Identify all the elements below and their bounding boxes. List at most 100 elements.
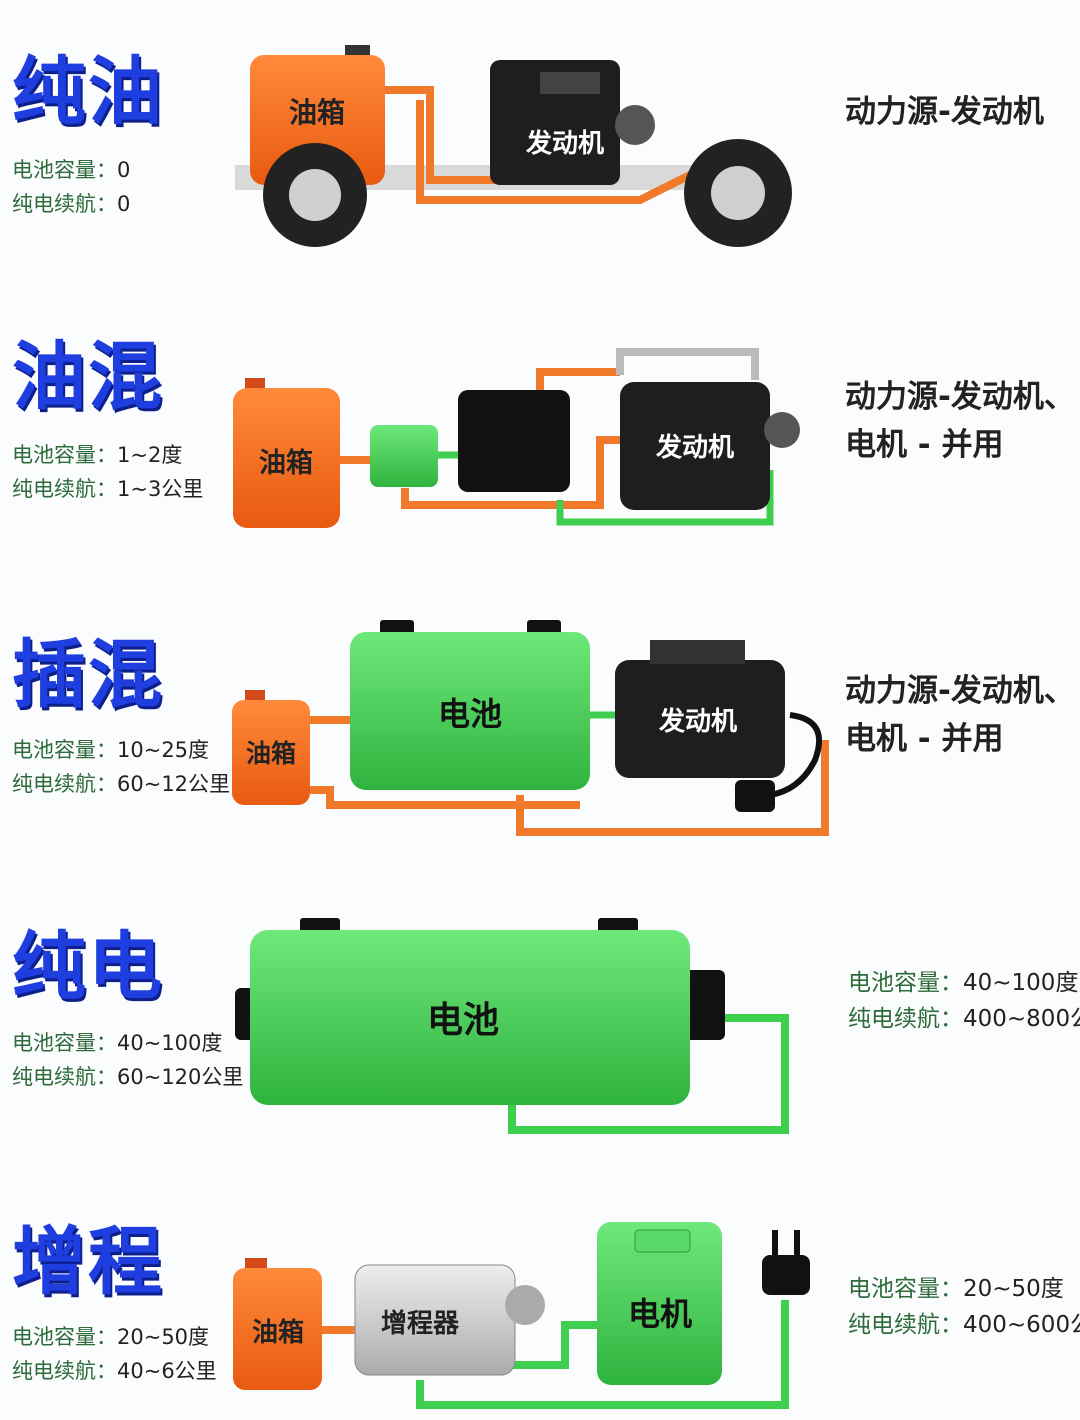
wheel-hub: [289, 169, 341, 221]
row5-electric-range: 纯电续航：40~6公里: [12, 1361, 217, 1382]
row4-title: 纯电: [12, 924, 164, 1010]
stat-value: 1~3公里: [117, 477, 204, 501]
control-unit: [458, 390, 570, 492]
engine-label: 发动机: [655, 432, 734, 463]
motor-handle: [634, 1229, 691, 1253]
motor-label: 电机: [628, 1295, 692, 1333]
stat-value: 20~50度: [117, 1325, 210, 1349]
battery: [250, 930, 690, 1105]
stat-label: 电池容量：: [848, 1276, 963, 1302]
row3-diagram: 油箱 电池 发动机: [232, 620, 829, 836]
range-extender-label: 增程器: [381, 1308, 460, 1339]
fuel-tank: [232, 700, 310, 805]
stat-label: 电池容量：: [12, 1325, 117, 1349]
row3-title: 插混: [12, 632, 164, 718]
motor: [597, 1222, 722, 1385]
row1-title: 纯油: [12, 49, 164, 135]
row1-battery-capacity: 电池容量：0: [12, 160, 130, 181]
row2-battery-capacity: 电池容量：1~2度: [12, 445, 182, 466]
engine: [620, 382, 770, 510]
fuel-tank: [250, 55, 385, 185]
stat-label: 纯电续航：: [848, 1006, 963, 1032]
stat-label: 电池容量：: [12, 158, 117, 182]
fuel-tank-label: 油箱: [289, 96, 345, 129]
plug-prong: [772, 1230, 778, 1255]
fuel-tank-label: 油箱: [252, 1317, 304, 1348]
stat-label: 电池容量：: [848, 970, 963, 996]
fuel-tank: [233, 388, 340, 528]
row2-power-source-line1: 动力源-发动机、: [845, 379, 1075, 415]
stat-label: 电池容量：: [12, 1031, 117, 1055]
battery-terminal: [527, 620, 561, 634]
battery-label: 电池: [438, 695, 502, 733]
stat-value: 60~120公里: [117, 1065, 244, 1089]
small-battery: [370, 425, 438, 487]
engine-label: 发动机: [525, 128, 604, 159]
row5-battery-capacity: 电池容量：20~50度: [12, 1327, 209, 1348]
row5-right-electric-range: 纯电续航：400~600公里: [848, 1314, 1080, 1337]
plug-prong: [794, 1230, 800, 1255]
row1-diagram: 油箱 发动机: [235, 45, 792, 247]
row4-right-battery-capacity: 电池容量：40~100度: [848, 972, 1078, 995]
electric-line: [508, 1014, 789, 1134]
stat-label: 电池容量：: [12, 443, 117, 467]
row4-right-electric-range: 纯电续航：400~800公里: [848, 1008, 1080, 1031]
engine-pulley: [615, 105, 655, 145]
row3-power-source-line1: 动力源-发动机、: [845, 673, 1075, 709]
stat-value: 1~2度: [117, 443, 183, 467]
stat-value: 10~25度: [117, 738, 210, 762]
row2-title: 油混: [12, 334, 164, 420]
stat-label: 纯电续航：: [12, 1065, 117, 1089]
plug-icon: [735, 780, 775, 812]
engine-label: 发动机: [658, 706, 737, 737]
stat-value: 400~800公里: [963, 1006, 1080, 1032]
exhaust-pipe: [616, 348, 759, 380]
stat-value: 40~100度: [963, 970, 1079, 996]
stat-value: 40~100度: [117, 1031, 223, 1055]
row5-title: 增程: [12, 1219, 164, 1305]
stat-label: 纯电续航：: [12, 192, 117, 216]
fuel-tank-label: 油箱: [259, 447, 313, 479]
stat-label: 电池容量：: [12, 738, 117, 762]
stat-value: 20~50度: [963, 1276, 1064, 1302]
row5-diagram: 油箱 增程器 电机: [233, 1222, 810, 1409]
stat-label: 纯电续航：: [848, 1312, 963, 1338]
stat-value: 0: [117, 158, 131, 182]
stat-value: 60~12公里: [117, 772, 231, 796]
row4-battery-capacity: 电池容量：40~100度: [12, 1033, 222, 1054]
row2-diagram: 油箱 发动机: [233, 348, 800, 528]
range-extender-pulley: [505, 1285, 545, 1325]
battery-terminal: [685, 970, 725, 1040]
row2-power-source-line2: 电机 - 并用: [845, 427, 1004, 463]
battery: [350, 632, 590, 790]
fuel-line: [385, 86, 692, 204]
battery-terminal: [380, 620, 414, 634]
plug-icon: [762, 1255, 810, 1295]
stat-value: 400~600公里: [963, 1312, 1080, 1338]
row1-electric-range: 纯电续航：0: [12, 194, 130, 215]
fuel-line: [310, 716, 829, 836]
stat-label: 纯电续航：: [12, 772, 117, 796]
fuel-line: [340, 368, 625, 509]
row4-diagram: 电池: [235, 918, 789, 1134]
engine: [615, 660, 785, 778]
row2-electric-range: 纯电续航：1~3公里: [12, 479, 203, 500]
stat-value: 0: [117, 192, 131, 216]
engine-pulley: [764, 412, 800, 448]
row3-battery-capacity: 电池容量：10~25度: [12, 740, 209, 761]
row3-electric-range: 纯电续航：60~12公里: [12, 774, 230, 795]
fuel-tank: [233, 1268, 322, 1390]
stat-label: 纯电续航：: [12, 1359, 117, 1383]
row1-power-source: 动力源-发动机: [845, 94, 1044, 130]
stat-label: 纯电续航：: [12, 477, 117, 501]
wheel-hub: [711, 166, 765, 220]
power-cord: [769, 712, 822, 798]
stat-value: 40~6公里: [117, 1359, 217, 1383]
engine-cylinders: [540, 72, 600, 94]
row5-right-battery-capacity: 电池容量：20~50度: [848, 1278, 1064, 1301]
engine-cylinders: [650, 640, 745, 664]
row4-electric-range: 纯电续航：60~120公里: [12, 1067, 243, 1088]
battery-label: 电池: [427, 1000, 499, 1041]
row3-power-source-line2: 电机 - 并用: [845, 721, 1004, 757]
